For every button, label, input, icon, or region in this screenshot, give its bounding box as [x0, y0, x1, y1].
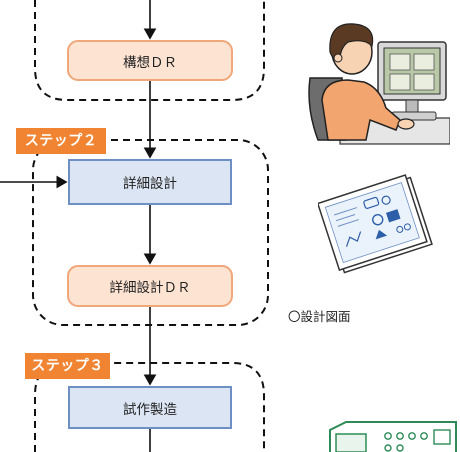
machine-panel-illustration	[329, 421, 457, 452]
blueprint-drawing-illustration	[318, 174, 433, 274]
designer-at-computer-illustration	[308, 23, 450, 145]
detail-design-dr-box: 詳細設計ＤＲ	[67, 265, 233, 307]
step2-tag: ステップ２	[16, 128, 106, 154]
step3-group-frame	[34, 362, 265, 452]
concept-dr-box: 構想ＤＲ	[67, 40, 233, 81]
prototype-box: 試作製造	[68, 386, 232, 429]
step3-tag: ステップ３	[25, 353, 110, 379]
detail-design-box: 詳細設計	[68, 159, 232, 205]
drawing-caption: 〇設計図面	[288, 309, 351, 324]
